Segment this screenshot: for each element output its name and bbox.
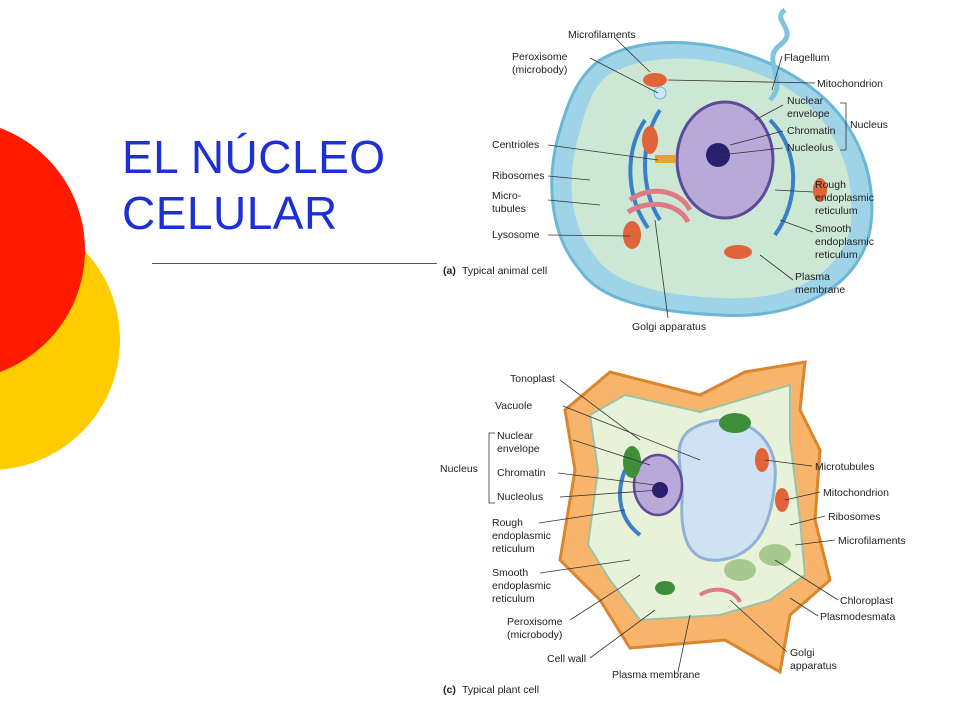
- label-nucleolus: Nucleolus: [787, 142, 833, 154]
- flagellum: [768, 7, 790, 102]
- label-centrioles: Centrioles: [492, 139, 539, 151]
- label-microfilaments: Microfilaments: [568, 29, 636, 41]
- plant-label-cell-wall: Cell wall: [547, 653, 586, 665]
- plant-rough-er: [618, 469, 642, 537]
- plant-label-rough-er: Rough: [492, 517, 523, 529]
- label-chromatin: Chromatin: [787, 125, 836, 137]
- label-plasma-membrane-2: membrane: [795, 284, 845, 296]
- label-mitochondrion: Mitochondrion: [817, 78, 883, 90]
- label-nuclear-envelope-2: envelope: [787, 108, 830, 120]
- label-microtubules: Micro-: [492, 190, 522, 202]
- plant-label-nucleolus: Nucleolus: [497, 491, 543, 503]
- caption-plant-cell: Typical plant cell: [462, 684, 539, 696]
- slide-title-line-1: EL NÚCLEO: [122, 131, 386, 183]
- plant-label-microtubules: Microtubules: [815, 461, 875, 473]
- caption-tag-animal: (a): [443, 265, 456, 277]
- plant-label-nucleus: Nucleus: [440, 463, 478, 475]
- label-microtubules-2: tubules: [492, 203, 526, 215]
- label-lysosome: Lysosome: [492, 229, 540, 241]
- rough-er: [628, 118, 650, 230]
- caption-tag-plant: (c): [443, 684, 456, 696]
- caption-animal-cell: Typical animal cell: [462, 265, 547, 277]
- chloroplast: [759, 544, 791, 566]
- mitochondrion: [643, 73, 667, 87]
- mitochondrion: [775, 488, 789, 512]
- plant-label-nuclear-envelope: Nuclear: [497, 430, 534, 442]
- label-rough-er-2: endoplasmic: [815, 192, 874, 204]
- label-rough-er: Rough: [815, 179, 846, 191]
- plant-label-smooth-er: Smooth: [492, 567, 528, 579]
- plant-label-tonoplast: Tonoplast: [510, 373, 555, 385]
- plant-label-vacuole: Vacuole: [495, 400, 532, 412]
- label-smooth-er-3: reticulum: [815, 249, 858, 261]
- mitochondrion: [642, 126, 658, 154]
- plant-label-mitochondrion: Mitochondrion: [823, 487, 889, 499]
- plant-label-golgi: Golgi: [790, 647, 815, 659]
- golgi-apparatus: [628, 188, 693, 212]
- plant-leader-lines: [488, 379, 839, 673]
- label-plasma-membrane: Plasma: [795, 271, 830, 283]
- chloroplast: [655, 581, 675, 595]
- plant-label-peroxisome-2: (microbody): [507, 629, 562, 641]
- plant-label-chromatin: Chromatin: [497, 467, 546, 479]
- plant-label-smooth-er-3: reticulum: [492, 593, 535, 605]
- label-golgi-apparatus: Golgi apparatus: [632, 321, 706, 333]
- plant-label-rough-er-2: endoplasmic: [492, 530, 551, 542]
- label-smooth-er-2: endoplasmic: [815, 236, 874, 248]
- centrioles: [655, 155, 675, 163]
- plant-label-golgi-2: apparatus: [790, 660, 837, 672]
- animal-leader-lines: [547, 37, 847, 319]
- plant-label-plasmodesmata: Plasmodesmata: [820, 611, 895, 623]
- red-circle: [0, 128, 85, 372]
- label-nucleus: Nucleus: [850, 119, 888, 131]
- label-rough-er-3: reticulum: [815, 205, 858, 217]
- label-ribosomes: Ribosomes: [492, 170, 545, 182]
- label-peroxisome: Peroxisome: [512, 51, 568, 63]
- chloroplast: [719, 413, 751, 433]
- mitochondrion: [813, 178, 827, 202]
- plant-label-chloroplast: Chloroplast: [840, 595, 893, 607]
- rough-er: [643, 108, 662, 222]
- chloroplast: [623, 446, 641, 478]
- plant-label-smooth-er-2: endoplasmic: [492, 580, 551, 592]
- peroxisome: [653, 86, 667, 100]
- label-smooth-er: Smooth: [815, 223, 851, 235]
- title-underline: [152, 263, 437, 264]
- plant-label-plasma-membrane: Plasma membrane: [612, 669, 700, 681]
- plant-golgi: [698, 587, 742, 604]
- plant-label-peroxisome: Peroxisome: [507, 616, 563, 628]
- animal-nucleolus: [706, 143, 730, 167]
- plant-label-rough-er-3: reticulum: [492, 543, 535, 555]
- golgi-apparatus: [626, 201, 691, 224]
- mitochondrion: [755, 448, 769, 472]
- label-nuclear-envelope: Nuclear: [787, 95, 824, 107]
- slide-title-line-2: CELULAR: [122, 187, 338, 239]
- mitochondrion: [623, 221, 641, 249]
- label-flagellum: Flagellum: [784, 52, 830, 64]
- plant-label-nuclear-envelope-2: envelope: [497, 443, 540, 455]
- plant-label-ribosomes: Ribosomes: [828, 511, 881, 523]
- chloroplast: [724, 559, 756, 581]
- smooth-er: [768, 118, 796, 237]
- label-peroxisome-2: (microbody): [512, 64, 567, 76]
- plant-label-microfilaments: Microfilaments: [838, 535, 906, 547]
- mitochondrion: [724, 245, 752, 259]
